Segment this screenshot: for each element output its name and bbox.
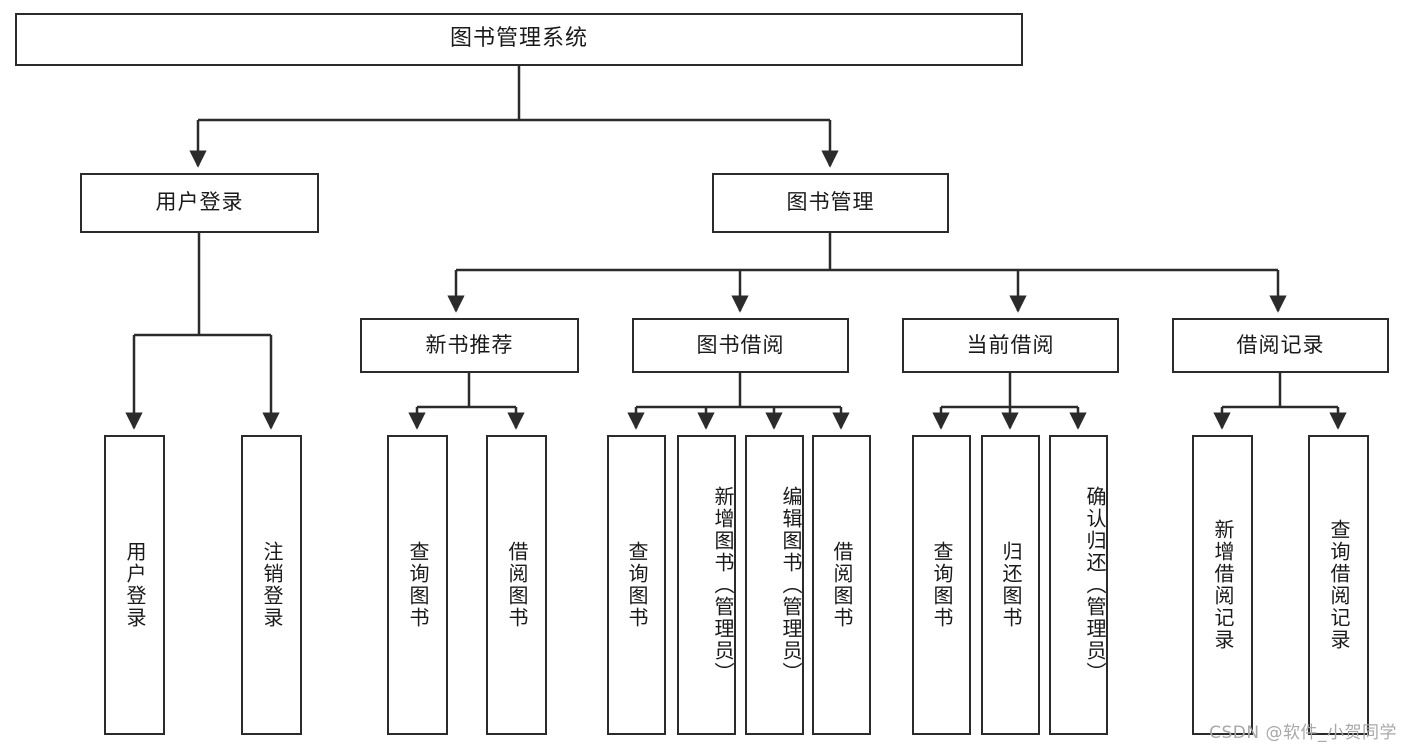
leaf-borrow-add-book-admin[interactable]: 新增图书（管理员） xyxy=(677,435,736,735)
csdn-watermark: CSDN @软件_小贺同学 xyxy=(1209,723,1397,743)
leaf-user-login-logout[interactable]: 注销登录 xyxy=(241,435,302,735)
leaf-record-add-record[interactable]: 新增借阅记录 xyxy=(1192,435,1253,735)
leaf-current-return-book[interactable]: 归还图书 xyxy=(981,435,1040,735)
leaf-recommend-borrow-book[interactable]: 借阅图书 xyxy=(486,435,547,735)
leaf-user-login-login[interactable]: 用户登录 xyxy=(104,435,165,735)
leaf-borrow-borrow-book[interactable]: 借阅图书 xyxy=(812,435,871,735)
node-book-borrow[interactable]: 图书借阅 xyxy=(632,318,849,373)
leaf-record-query-record[interactable]: 查询借阅记录 xyxy=(1308,435,1369,735)
leaf-borrow-query-book[interactable]: 查询图书 xyxy=(607,435,666,735)
leaf-recommend-query-book[interactable]: 查询图书 xyxy=(387,435,448,735)
node-user-login[interactable]: 用户登录 xyxy=(80,173,319,233)
node-current-borrow[interactable]: 当前借阅 xyxy=(902,318,1119,373)
leaf-current-query-book[interactable]: 查询图书 xyxy=(912,435,971,735)
node-book-management[interactable]: 图书管理 xyxy=(712,173,949,233)
node-root-system[interactable]: 图书管理系统 xyxy=(15,13,1023,66)
leaf-borrow-edit-book-admin[interactable]: 编辑图书（管理员） xyxy=(745,435,804,735)
leaf-current-confirm-return-admin[interactable]: 确认归还（管理员） xyxy=(1049,435,1108,735)
node-new-book-recommend[interactable]: 新书推荐 xyxy=(360,318,579,373)
node-borrow-record[interactable]: 借阅记录 xyxy=(1172,318,1389,373)
